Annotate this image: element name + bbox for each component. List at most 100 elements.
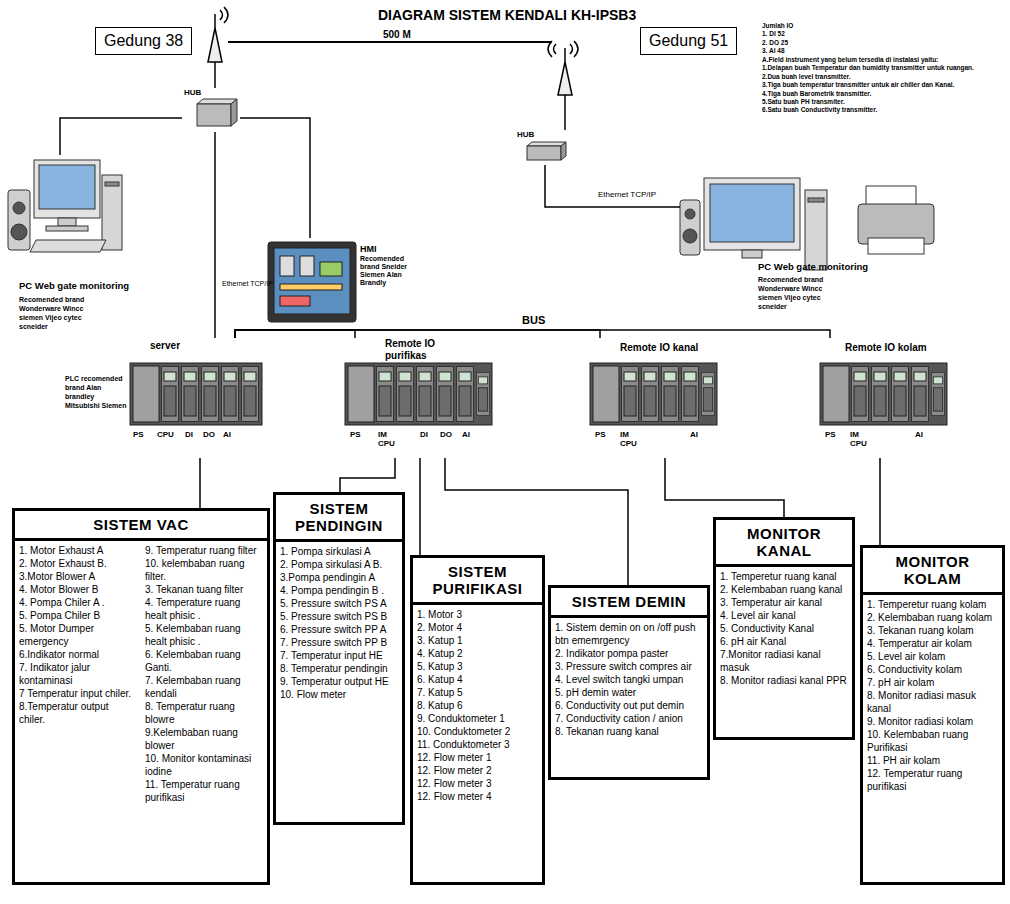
- connector: [880, 458, 881, 545]
- list-item: 7. Temperatur input HE: [276, 649, 402, 662]
- box-heading: SISTEM PENDINGIN: [276, 495, 402, 542]
- note-line: A.Field instrument yang belum tersedia d…: [762, 56, 1005, 64]
- list-item: 11. PH air kolam: [863, 754, 1002, 767]
- list-item: 7. pH air kolam: [863, 676, 1002, 689]
- list-item: 1. Pompa sirkulasi A: [276, 545, 402, 558]
- list-item: 4. Level air kanal: [716, 609, 852, 622]
- list-item: 8. Katup 6: [413, 699, 542, 712]
- list-item: 6. Kelembaban ruang Ganti.: [141, 648, 267, 674]
- list-item: 3.Motor Blower A: [15, 570, 141, 583]
- node-label: AI: [915, 430, 923, 439]
- note-line: 2. DO 25: [762, 39, 1005, 47]
- note-line: 2.Dua buah level transmitter.: [762, 73, 1005, 81]
- connector: [545, 165, 680, 207]
- box-heading: MONITOR KOLAM: [863, 548, 1002, 595]
- list-item: 8. Temperatur ruang blowre: [141, 700, 267, 726]
- list-item: 4. Motor Blower B: [15, 583, 141, 596]
- diagram-title: DIAGRAM SISTEM KENDALI KH-IPSB3: [378, 7, 636, 23]
- node-label: Recomended brand Wonderware Wincc siemen…: [758, 275, 838, 311]
- node-label: AI: [223, 430, 231, 439]
- node-heading: Remote IO purifikas: [385, 338, 449, 361]
- remote-io-rack: Remote IO kolamPSIM CPUAI: [815, 338, 955, 458]
- box-heading: SISTEM PURIFIKASI: [413, 558, 542, 605]
- list-item: 8.Temperatur output chiler.: [15, 700, 141, 726]
- node-heading: HUB: [517, 130, 534, 139]
- list-item: 6. pH air Kanal: [716, 635, 852, 648]
- network-hub: HUB: [515, 130, 572, 165]
- list-item: 9. Temperatur ruang filter: [141, 544, 267, 557]
- list-item: 1. Sistem demin on on /off push btn emem…: [551, 621, 707, 647]
- list-item: 3. Katup 1: [413, 634, 542, 647]
- remote-io-rack: Remote IO purifikasPSIM CPUDIDOAI: [340, 338, 495, 458]
- note-line: 4.Tiga buah Barometrik transmitter.: [762, 90, 1005, 98]
- list-item: 7 Temperatur input chiler.: [15, 687, 141, 700]
- list-item: 4. Pompa pendingin B .: [276, 584, 402, 597]
- list-item: 5. Kelembaban ruang healt phisic .: [141, 622, 267, 648]
- list-item: 7. Indikator jalur kontaminasi: [15, 661, 141, 687]
- list-item: 2. Kelembaban ruang kanal: [716, 583, 852, 596]
- list-item: 2. Indikator pompa paster: [551, 647, 707, 660]
- list-item: 3. Pressure switch compres air: [551, 660, 707, 673]
- connector: [235, 330, 355, 338]
- list-item: 1. Motor Exhaust A: [15, 544, 141, 557]
- node-label: PS: [350, 430, 361, 439]
- note-line: 1. DI 52: [762, 30, 1005, 38]
- system-list-box: MONITOR KANAL1. Temperetur ruang kanal2.…: [713, 517, 855, 740]
- note-line: 3.Tiga buah temperatur transmitter untuk…: [762, 81, 1005, 89]
- list-item: 4. Katup 2: [413, 647, 542, 660]
- remote-io-rack: Remote IO kanalPSIM CPUAI: [585, 338, 725, 458]
- list-item: 3. Temperatur air kanal: [716, 596, 852, 609]
- list-item: 10. Flow meter: [276, 688, 402, 701]
- list-item: 12. Temperatur ruang purifikasi: [863, 767, 1002, 793]
- list-item: 6.Indikator normal: [15, 648, 141, 661]
- node-label: DO: [440, 430, 452, 439]
- node-heading: HMI: [360, 244, 377, 254]
- node-heading: server: [150, 340, 200, 352]
- connector: [665, 458, 784, 517]
- pc-station: PC Web gate monitoringRecomended brand W…: [680, 170, 940, 320]
- list-item: 3. Tekanan tuang filter: [141, 583, 267, 596]
- node-label: PS: [595, 430, 606, 439]
- list-item: 12. Flow meter 4: [413, 790, 542, 803]
- list-item: 7. Pressure switch PP B: [276, 636, 402, 649]
- list-item: 8. Monitor radiasi kanal PPR: [716, 674, 852, 687]
- list-item: 7. Kelembaban ruang kendali: [141, 674, 267, 700]
- list-item: 5. Conductivity Kanal: [716, 622, 852, 635]
- box-heading: SISTEM DEMIN: [551, 588, 707, 618]
- list-item: 1. Motor 3: [413, 608, 542, 621]
- list-item: 9. Monitor radiasi kolam: [863, 715, 1002, 728]
- list-item: 12. Flow meter 2: [413, 764, 542, 777]
- list-column: 1. Temperetur ruang kolam2. Kelembaban r…: [863, 595, 1002, 793]
- connector: [200, 458, 201, 508]
- list-item: 10. Kelembaban ruang Purifikasi: [863, 728, 1002, 754]
- building-box: Gedung 51: [640, 27, 737, 55]
- note-line: 1.Delapan buah Temperatur dan humidity t…: [762, 64, 1005, 72]
- list-item: 8. Tekanan ruang kanal: [551, 725, 707, 738]
- node-label: PLC recomended brand Alan brandley Mitsu…: [65, 374, 127, 410]
- list-item: 5. Katup 3: [413, 660, 542, 673]
- box-heading: MONITOR KANAL: [716, 520, 852, 567]
- node-label: Recomended brand Wonderware Wincc siemen…: [19, 295, 99, 331]
- list-column: 1. Pompa sirkulasi A2. Pompa sirkulasi A…: [276, 542, 402, 701]
- list-item: 11. Conduktometer 3: [413, 738, 542, 751]
- list-item: 5. Pompa Chiler B: [15, 609, 141, 622]
- plc-rack: serverPLC recomended brand Alan brandley…: [65, 338, 265, 458]
- list-column: 1. Sistem demin on on /off push btn emem…: [551, 618, 707, 738]
- list-item: 5. pH demin water: [551, 686, 707, 699]
- note-line: 6.Satu buah Conductivity transmitter.: [762, 106, 1005, 114]
- list-item: 6. Conductivity kolam: [863, 663, 1002, 676]
- node-heading: PC Web gate monitoring: [19, 281, 139, 292]
- node-heading: PC Web gate monitoring: [758, 262, 888, 273]
- list-item: 9. Temperatur output HE: [276, 675, 402, 688]
- node-label: PS: [133, 430, 144, 439]
- system-list-box: SISTEM PENDINGIN1. Pompa sirkulasi A2. P…: [273, 492, 405, 825]
- pc-station: PC Web gate monitoringRecomended brand W…: [5, 155, 135, 335]
- system-list-box: SISTEM VAC1. Motor Exhaust A2. Motor Exh…: [12, 508, 270, 885]
- note-line: 5.Satu buah PH transmiter.: [762, 98, 1005, 106]
- node-label: IM CPU: [620, 430, 640, 448]
- list-item: 4. Temperature ruang healt phisic .: [141, 596, 267, 622]
- list-item: 2. Pompa sirkulasi A B.: [276, 558, 402, 571]
- hmi-panel: HMIRecomended brand Sneider Siemen Alan …: [265, 238, 420, 325]
- link-label: Ethernet TCP/IP: [598, 190, 656, 199]
- list-item: 10. Conduktometer 2: [413, 725, 542, 738]
